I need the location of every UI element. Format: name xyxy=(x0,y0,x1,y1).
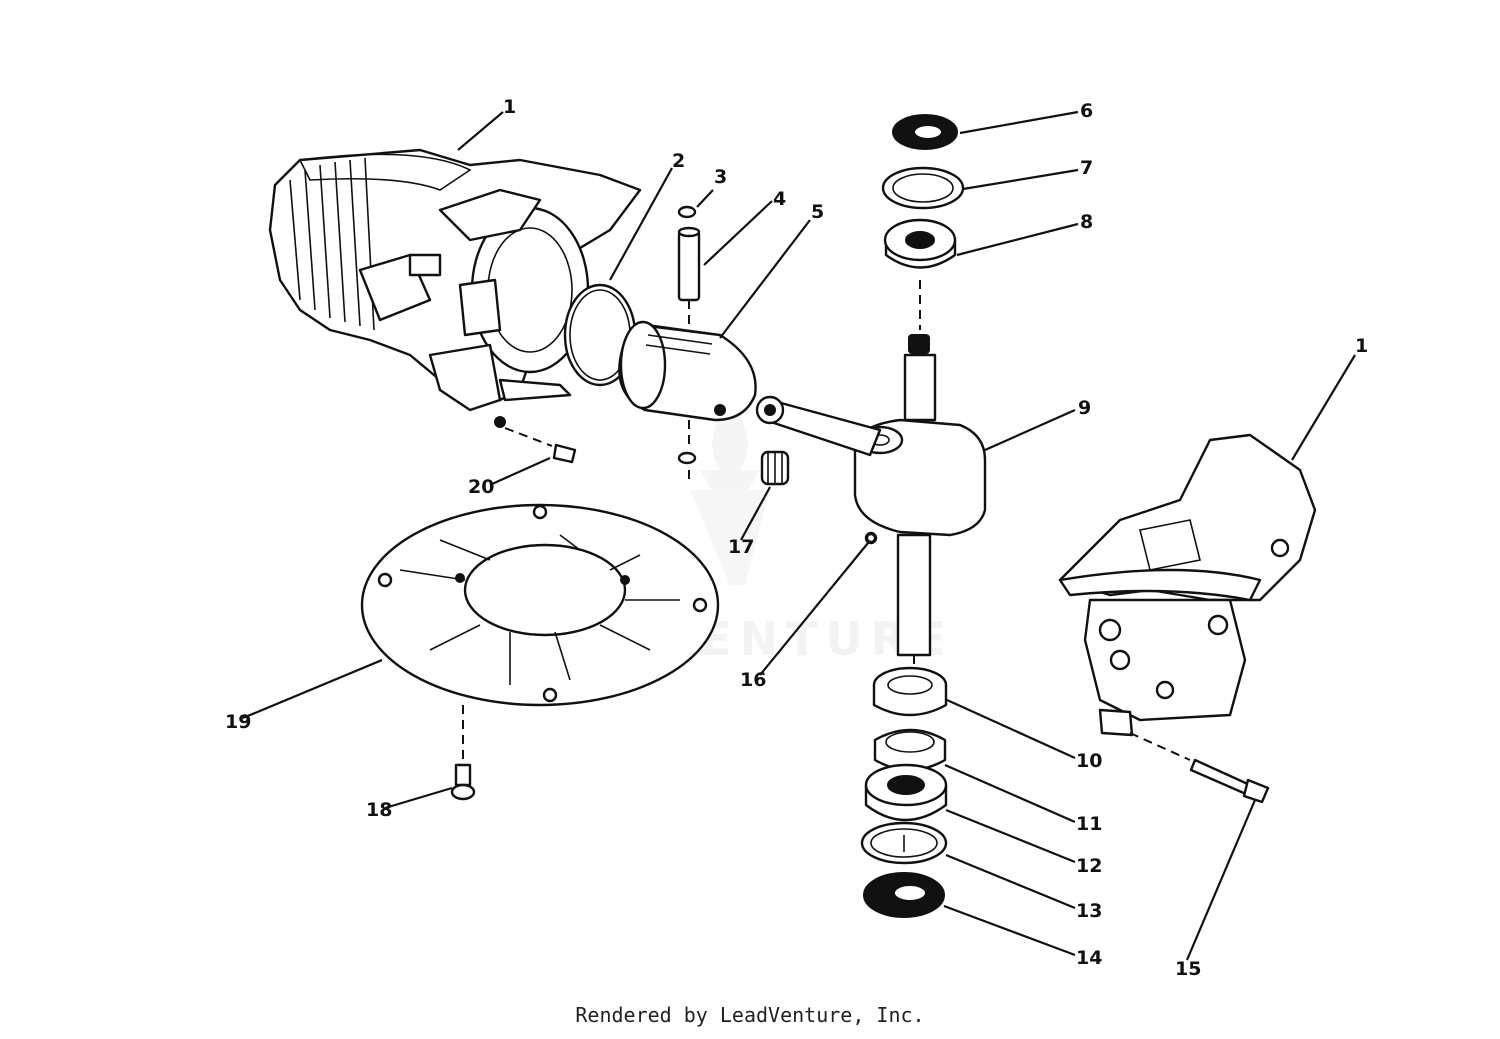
callout-10: 10 xyxy=(1076,750,1102,772)
bearing-retainer xyxy=(872,666,948,717)
thrust-washer xyxy=(881,166,965,210)
callout-17: 17 xyxy=(728,536,754,558)
callout-19: 19 xyxy=(225,711,251,733)
callout-8: 8 xyxy=(1080,211,1093,233)
callout-9: 9 xyxy=(1078,397,1091,419)
callout-2: 2 xyxy=(672,150,685,172)
callout-16: 16 xyxy=(740,669,766,691)
callout-7: 7 xyxy=(1080,157,1093,179)
callout-11: 11 xyxy=(1076,813,1102,835)
lower-thrust-washer xyxy=(860,821,948,865)
dowel-pin xyxy=(504,427,577,464)
piston-pin-clip xyxy=(677,205,697,465)
callout-15: 15 xyxy=(1175,958,1201,980)
leader-lines xyxy=(242,110,1356,961)
callout-1-crankcase: 1 xyxy=(1355,335,1368,357)
callout-20: 20 xyxy=(468,476,494,498)
callout-18: 18 xyxy=(366,799,392,821)
callout-3: 3 xyxy=(714,166,727,188)
callout-14: 14 xyxy=(1076,947,1102,969)
connecting-rod xyxy=(755,395,882,457)
ball-bearing-upper xyxy=(883,218,957,330)
bearing-plate xyxy=(360,503,720,765)
bolt xyxy=(1129,732,1270,804)
callout-1-cylinder: 1 xyxy=(503,96,516,118)
screw xyxy=(450,763,476,801)
footer-credit: Rendered by LeadVenture, Inc. xyxy=(575,1003,925,1027)
callout-4: 4 xyxy=(773,188,786,210)
needle-bearing xyxy=(760,450,790,486)
lower-seal xyxy=(863,872,945,918)
callout-5: 5 xyxy=(811,201,824,223)
ball xyxy=(865,532,877,544)
piston-pin xyxy=(677,226,701,485)
crankcase-cylinder xyxy=(268,148,642,428)
callout-6: 6 xyxy=(1080,100,1093,122)
ball-bearing-lower xyxy=(864,763,948,822)
crankshaft-seal xyxy=(892,114,958,150)
callout-13: 13 xyxy=(1076,900,1102,922)
callout-12: 12 xyxy=(1076,855,1102,877)
callouts: 1 1 2 3 4 5 6 7 8 9 10 11 12 13 14 15 16… xyxy=(225,96,1368,980)
crankcase-half xyxy=(1058,433,1317,737)
piston xyxy=(618,320,757,422)
